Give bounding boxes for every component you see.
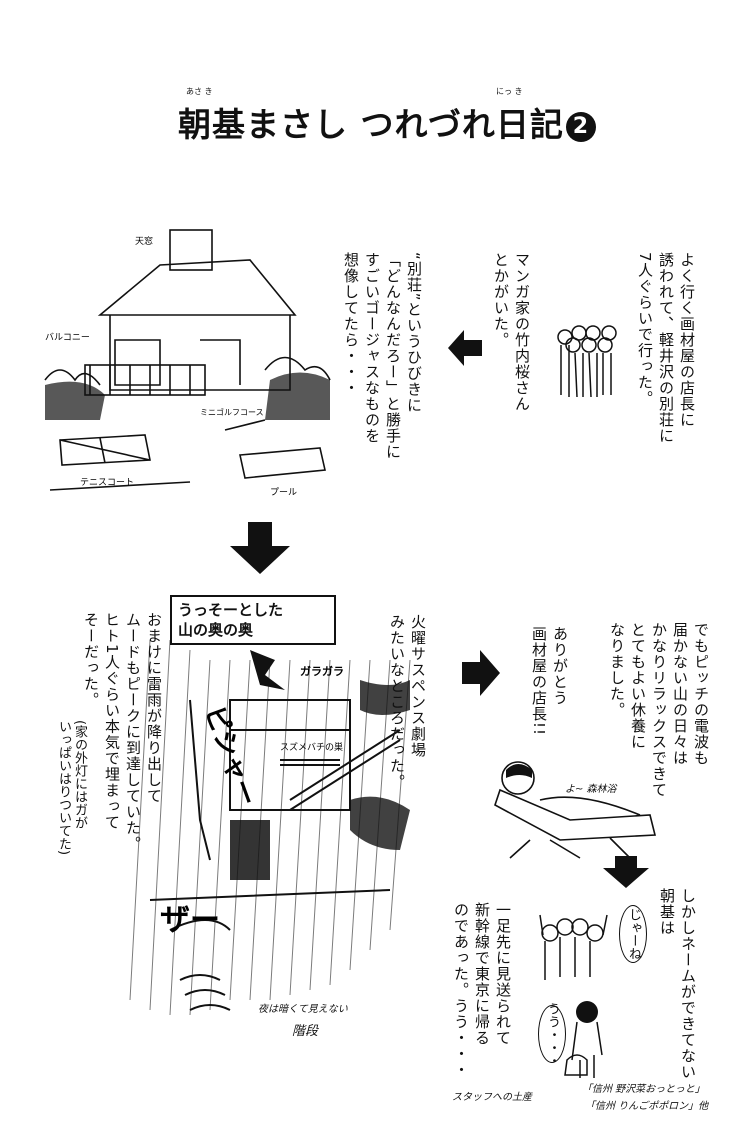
sign-deep-mountain: うっそーとした 山の奥の奥 — [170, 595, 336, 645]
arrow-left-icon — [448, 330, 482, 366]
label-mini-golf: ミニゴルフコース — [200, 407, 264, 417]
lounger-note: よ~ 森林浴 — [565, 784, 617, 795]
stairs-label: 階段 — [292, 1024, 319, 1039]
suspense-text: 火曜サスペンス劇場 みたいなところだった。 — [388, 614, 427, 790]
imagination-text: “別荘”というひびきに 「どんなんだろー」と勝手に すごいゴージャスなものを 想… — [342, 252, 423, 460]
arrow-down-icon — [230, 522, 290, 574]
sfx-zaa: ザー — [160, 903, 220, 938]
departing-person-drawing — [564, 1001, 603, 1078]
imagined-villa-drawing: 天窓 バルコニー テニスコート プール ミニゴルフコース — [44, 229, 331, 498]
stormy-villa-drawing: スズメバチの巣 ピシャー ガラガラ ザー — [129, 639, 411, 1016]
label-tennis-court: テニスコート — [80, 477, 134, 488]
stairs-note: 夜は暗くて見えない — [258, 1004, 348, 1015]
label-skylight: 天窓 — [135, 235, 153, 247]
thanks-text: ありがとう 画材屋の店長!! — [530, 626, 569, 737]
sign-line-2: 山の奥の奥 — [178, 621, 254, 639]
souvenir-item-2: 「信州 りんごポポロン」他 — [585, 1101, 709, 1112]
intro-text: よく行く画材屋の店長に 誘われて、軽井沢の別荘に 7人ぐらいで行った。 — [636, 252, 696, 444]
title-ruby-nikki: にっ き — [496, 87, 523, 96]
sfx-pishya: ピシャー — [198, 702, 262, 810]
storm-text: おまけに雷雨が降り出して ムードもピークに到達していた。 ヒト1人ぐらい本気で埋… — [82, 612, 163, 852]
souvenir-item-1: 「信州 野沢菜おっとっと」 — [582, 1084, 705, 1095]
sfx-gara: ガラガラ — [300, 664, 344, 678]
waving-friends-drawing — [539, 914, 608, 980]
label-pool: プール — [270, 487, 297, 498]
label-balcony: バルコニー — [45, 332, 90, 343]
relax-text: でもピッチの電波も 届かない山の日々は かなりリラックスできて とてもよい休養に… — [608, 622, 710, 798]
bubble-bye: じゃーね — [619, 905, 647, 963]
arrow-down-small-icon — [603, 856, 649, 888]
title-ruby-asaki: あさ き — [186, 87, 213, 96]
hornet-nest-label: スズメバチの巣 — [280, 741, 343, 753]
farewell-text: 一足先に見送られて 新幹線で東京に帰る のであった。うう・・・ — [452, 902, 512, 1078]
souvenir-label: スタッフへの土産 — [452, 1092, 532, 1103]
lounger-drawing — [494, 761, 657, 859]
narration-text: しかしネームができてない 朝基は — [658, 888, 697, 1080]
members-text: マンガ家の竹内桜さん とかがいた。 — [492, 252, 531, 412]
title-number-badge: 2 — [565, 112, 596, 142]
aside-text: (家の外灯にはガが いっぱいはりついてた) — [56, 720, 87, 856]
friends-group-drawing — [557, 325, 617, 398]
title-text: 朝基まさし つれづれ日記 — [178, 105, 564, 144]
arrow-right-icon — [462, 650, 500, 696]
bubble-sigh: うう・・・ — [538, 1002, 566, 1067]
sign-line-1: うっそーとした — [178, 601, 284, 619]
